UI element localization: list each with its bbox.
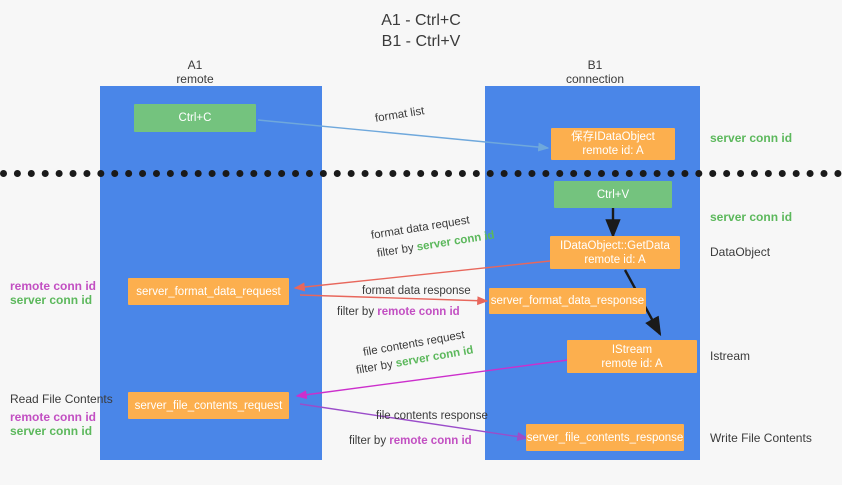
node-getdata-line1: IDataObject::GetData [560, 239, 670, 252]
node-ctrl-v[interactable]: Ctrl+V [554, 181, 672, 208]
edge-label-format-data-response-filter: filter by remote conn id [337, 305, 460, 320]
filter-prefix-4: filter by [349, 435, 390, 447]
filter-prefix-2: filter by [337, 306, 378, 318]
label-dataobject: DataObject [710, 245, 771, 259]
node-istream-line1: IStream [611, 343, 653, 356]
page-title: A1 - Ctrl+C B1 - Ctrl+V [0, 10, 842, 52]
node-istream-line2: remote id: A [601, 357, 663, 370]
lane-header-b1: B1 connection [520, 58, 670, 86]
node-server-file-contents-response-label: server_file_contents_response [526, 431, 684, 444]
edge-label-file-contents-response: file contents response [376, 410, 488, 422]
label-server-conn-id-mid: server conn id [710, 210, 793, 224]
filter-value-4: remote conn id [389, 435, 472, 447]
edge-label-file-contents-response-filter: filter by remote conn id [349, 434, 472, 449]
node-server-file-contents-response[interactable]: server_file_contents_response [526, 424, 684, 451]
label-server-conn-id-top: server conn id [710, 131, 793, 145]
label-read-file-contents: Read File Contents [10, 392, 113, 406]
node-save-idataobject[interactable]: 保存IDataObject remote id: A [551, 128, 675, 160]
node-save-idataobject-line2: remote id: A [582, 145, 644, 157]
lane-b1-sub: connection [565, 72, 625, 86]
node-ctrl-v-label: Ctrl+V [596, 188, 630, 201]
node-server-file-contents-request[interactable]: server_file_contents_request [128, 392, 289, 419]
title-line-1: A1 - Ctrl+C [381, 12, 461, 29]
edge-label-format-data-response: format data response [362, 285, 471, 297]
node-server-file-contents-request-label: server_file_contents_request [134, 399, 283, 412]
node-server-format-data-request[interactable]: server_format_data_request [128, 278, 289, 305]
label-write-file-contents: Write File Contents [710, 431, 812, 445]
node-getdata[interactable]: IDataObject::GetData remote id: A [550, 236, 680, 269]
lane-a1-name: A1 [187, 58, 203, 72]
edge-label-format-list: format list [374, 105, 426, 125]
node-getdata-line2: remote id: A [584, 253, 646, 266]
label-istream: Istream [710, 349, 751, 363]
lane-b1-name: B1 [587, 58, 603, 72]
node-server-format-data-request-label: server_format_data_request [136, 285, 281, 298]
lane-a1-sub: remote [176, 72, 214, 86]
filter-prefix-3: filter by [355, 357, 397, 377]
filter-value-2: remote conn id [377, 306, 460, 318]
node-server-format-data-response[interactable]: server_format_data_response [489, 288, 646, 314]
label-remote-conn-id-lower: remote conn id [10, 410, 97, 424]
label-remote-conn-id-upper: remote conn id [10, 279, 97, 293]
node-istream[interactable]: IStream remote id: A [567, 340, 697, 373]
node-server-format-data-response-label: server_format_data_response [490, 295, 645, 307]
lane-header-a1: A1 remote [120, 58, 270, 86]
boundary-divider [0, 170, 842, 177]
label-server-conn-id-upper: server conn id [10, 293, 93, 307]
node-ctrl-c-label: Ctrl+C [178, 112, 212, 124]
node-ctrl-c[interactable]: Ctrl+C [134, 104, 256, 132]
filter-prefix-1: filter by [376, 241, 418, 260]
title-line-2: B1 - Ctrl+V [381, 33, 461, 50]
node-save-idataobject-line1: 保存IDataObject [571, 131, 655, 143]
label-server-conn-id-lower: server conn id [10, 424, 93, 438]
